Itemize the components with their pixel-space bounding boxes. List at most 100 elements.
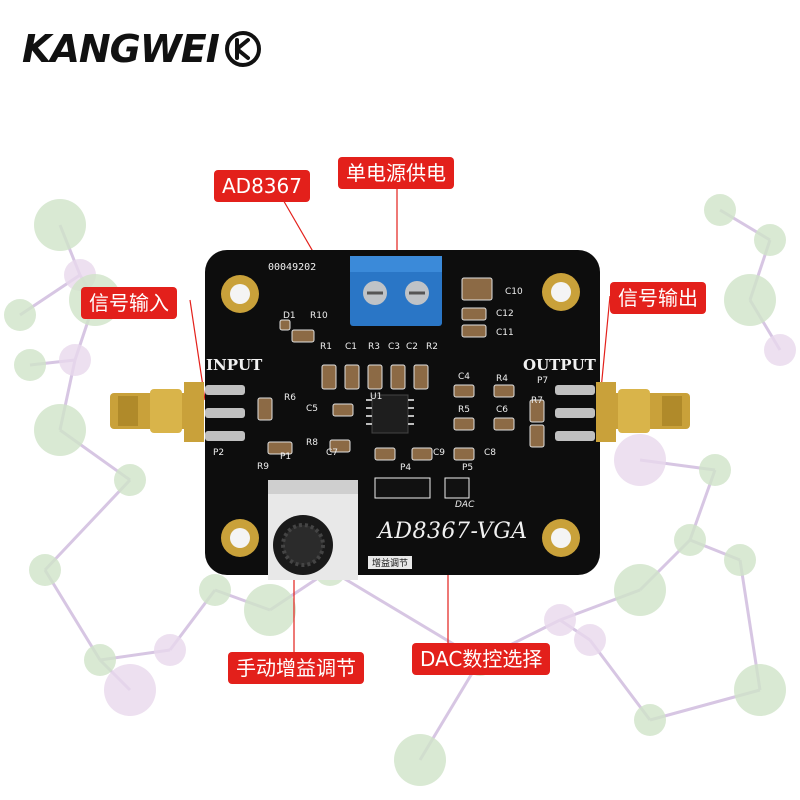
network-node bbox=[634, 704, 666, 736]
network-node bbox=[14, 349, 46, 381]
network-node bbox=[244, 584, 296, 636]
smd-part bbox=[493, 417, 515, 431]
network-node bbox=[724, 544, 756, 576]
network-node bbox=[29, 554, 61, 586]
silk-ref-label: P4 bbox=[400, 463, 412, 473]
smd-part bbox=[413, 364, 429, 390]
network-node bbox=[84, 644, 116, 676]
silk-ref-label: C9 bbox=[433, 448, 446, 458]
silk-ref-label: U1 bbox=[370, 392, 383, 402]
sma-output-connector bbox=[596, 382, 690, 442]
network-edge bbox=[43, 569, 102, 661]
smd-part bbox=[529, 399, 545, 423]
silk-ref-label: R8 bbox=[306, 438, 318, 448]
silk-ref-label: C6 bbox=[496, 405, 509, 415]
network-node bbox=[674, 524, 706, 556]
callout-power: 单电源供电 bbox=[338, 157, 454, 189]
silk-dac-label: DAC bbox=[455, 500, 475, 510]
brand-logo: KANGWEI bbox=[22, 26, 263, 72]
silk-ref-label: R3 bbox=[368, 342, 380, 352]
silk-ref-label: P7 bbox=[537, 376, 549, 386]
network-node bbox=[114, 464, 146, 496]
network-node bbox=[574, 624, 606, 656]
network-node bbox=[764, 334, 796, 366]
silk-ref-label: C12 bbox=[496, 309, 514, 319]
smd-part bbox=[529, 424, 545, 448]
kangwei-k-icon bbox=[224, 31, 261, 67]
smd-part bbox=[493, 384, 515, 398]
smd-part bbox=[453, 417, 475, 431]
network-node bbox=[614, 564, 666, 616]
silk-ref-label: R7 bbox=[531, 396, 543, 406]
network-node bbox=[199, 574, 231, 606]
silk-ref-label: R5 bbox=[458, 405, 470, 415]
jumper-headers bbox=[374, 477, 470, 499]
smd-part bbox=[321, 364, 337, 390]
network-node bbox=[614, 434, 666, 486]
network-node bbox=[699, 454, 731, 486]
power-terminal-block bbox=[350, 256, 442, 326]
smd-part bbox=[461, 307, 487, 321]
network-node bbox=[4, 299, 36, 331]
smd-part bbox=[344, 364, 360, 390]
smd-part bbox=[461, 277, 493, 301]
network-edge bbox=[588, 639, 652, 721]
silk-ref-label: P1 bbox=[280, 452, 292, 462]
silk-ref-label: C1 bbox=[345, 342, 358, 352]
smd-part bbox=[461, 324, 487, 338]
network-node bbox=[734, 664, 786, 716]
silk-ref-label: C3 bbox=[388, 342, 401, 352]
silk-input-label: INPUT bbox=[206, 356, 263, 374]
network-node bbox=[154, 634, 186, 666]
silk-ref-label: P5 bbox=[462, 463, 474, 473]
smd-part bbox=[453, 447, 475, 461]
silk-ref-label: C7 bbox=[326, 448, 339, 458]
smd-components bbox=[257, 277, 545, 461]
smd-part bbox=[332, 403, 354, 417]
pin-headers bbox=[205, 385, 595, 441]
callout-dac-select: DAC数控选择 bbox=[412, 643, 551, 675]
silk-gain-label: 增益调节 bbox=[368, 556, 413, 569]
silk-ref-label: R9 bbox=[257, 462, 269, 472]
network-node bbox=[704, 194, 736, 226]
silk-ref-label: R2 bbox=[426, 342, 438, 352]
smd-part bbox=[267, 441, 293, 455]
brand-name: KANGWEI bbox=[22, 27, 220, 71]
silk-model-label: AD8367-VGA bbox=[378, 519, 528, 544]
network-edge bbox=[43, 478, 132, 572]
silk-ref-label: R4 bbox=[496, 374, 508, 384]
smd-part bbox=[279, 319, 291, 331]
smd-part bbox=[367, 364, 383, 390]
silk-ref-label: C5 bbox=[306, 404, 319, 414]
silk-ref-label: C11 bbox=[496, 328, 514, 338]
sma-input-connector bbox=[110, 382, 204, 442]
silk-output-label: OUTPUT bbox=[523, 356, 596, 374]
silk-ref-label: C2 bbox=[406, 342, 419, 352]
network-node bbox=[394, 734, 446, 786]
silk-serial-number: 00049202 bbox=[268, 262, 317, 273]
ad8367-chip bbox=[366, 394, 414, 434]
callout-output: 信号输出 bbox=[610, 282, 706, 314]
silk-ref-label: C10 bbox=[505, 287, 523, 297]
network-node bbox=[34, 404, 86, 456]
smd-part bbox=[329, 439, 351, 453]
smd-part bbox=[390, 364, 406, 390]
gain-potentiometer bbox=[268, 480, 358, 580]
silk-ref-label: D1 bbox=[283, 311, 296, 321]
silk-ref-label: R6 bbox=[284, 393, 296, 403]
smd-part bbox=[453, 384, 475, 398]
network-node bbox=[724, 274, 776, 326]
callout-manual-gain: 手动增益调节 bbox=[228, 652, 364, 684]
smd-part bbox=[374, 447, 396, 461]
network-node bbox=[544, 604, 576, 636]
smd-part bbox=[411, 447, 433, 461]
network-node bbox=[59, 344, 91, 376]
silk-ref-label: R1 bbox=[320, 342, 332, 352]
silk-ref-label: P2 bbox=[213, 448, 225, 458]
callout-chip: AD8367 bbox=[214, 170, 310, 202]
silk-ref-label: C4 bbox=[458, 372, 471, 382]
network-node bbox=[754, 224, 786, 256]
callout-input: 信号输入 bbox=[81, 287, 177, 319]
